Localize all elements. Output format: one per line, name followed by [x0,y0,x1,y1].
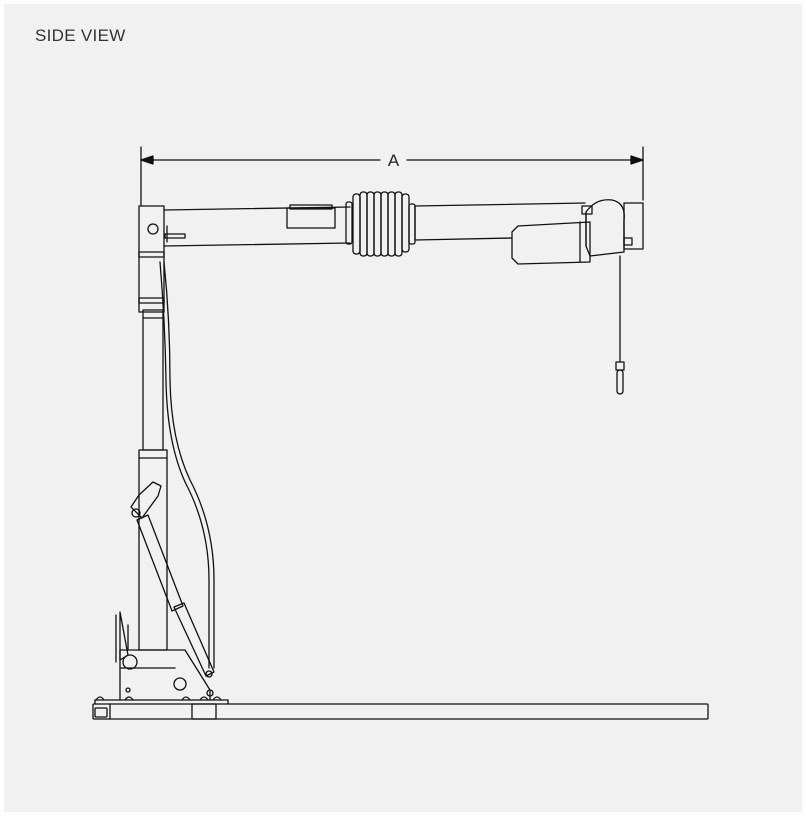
hydraulic-hose [159,261,215,669]
mast-lower [138,449,168,651]
mount-bracket [115,611,214,701]
drawing-panel: SIDE VIEW [4,4,802,812]
dimension-arrow-left [140,155,154,165]
dimension-a [140,146,644,206]
mast-head [138,205,186,313]
winch-cable-hook [615,255,625,395]
dimension-label-a: A [388,151,400,170]
base-plate [92,696,709,720]
mast-upper [142,309,164,451]
pump-cylinder [130,481,215,678]
boom-inner [163,204,351,247]
view-title: SIDE VIEW [35,26,126,45]
winch-motor [511,199,625,265]
boom-bellows [345,191,416,257]
dimension-arrow-right [630,155,644,165]
